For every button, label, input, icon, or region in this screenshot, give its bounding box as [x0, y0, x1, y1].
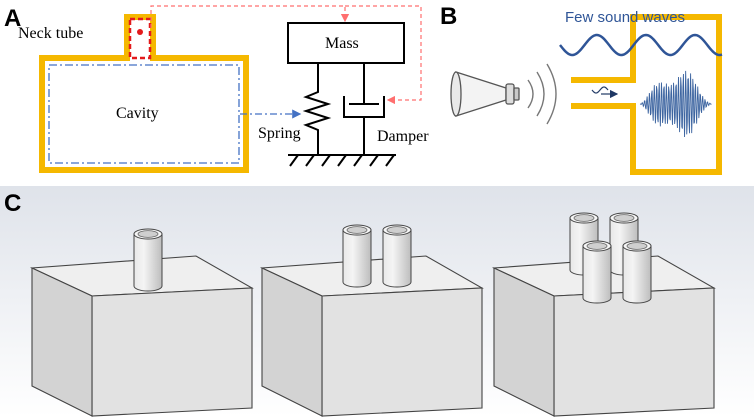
model-1-tubes-1	[29, 228, 254, 417]
resonance-signal-burst	[639, 70, 712, 138]
ground	[288, 154, 396, 167]
box-left-face	[31, 267, 93, 417]
resonator-b-outline	[571, 14, 722, 175]
cavity-label: Cavity	[116, 105, 159, 122]
mass-label: Mass	[325, 35, 359, 52]
neck-tube-4	[622, 240, 652, 304]
model-2-tubes-2	[259, 224, 484, 417]
few-sound-waves-caption: Few sound waves	[565, 9, 685, 26]
neck-tube-label: Neck tube	[18, 25, 83, 42]
neck-tube-1	[133, 228, 163, 292]
neck-tube-1	[342, 224, 372, 288]
model-3-tubes-4	[491, 212, 716, 417]
box-front-face	[91, 287, 253, 417]
neck-tube-2	[382, 224, 412, 288]
panel-c-letter: C	[4, 190, 21, 217]
neck-to-mass-link	[150, 5, 350, 28]
resonator-outline	[39, 14, 249, 173]
neck-tube-3	[582, 240, 612, 304]
panel-a-letter: A	[4, 5, 21, 32]
spring-label: Spring	[258, 125, 301, 142]
few-sound-waves-sine	[559, 33, 723, 57]
panel-c: C	[0, 186, 754, 417]
sine-wave-arrow-icon	[591, 86, 619, 99]
box-front-face	[553, 287, 715, 417]
panel-a: A Neck tube Cavity Mass Spring Damper	[4, 5, 429, 173]
box-front-face	[321, 287, 483, 417]
damper-label: Damper	[377, 128, 429, 145]
panel-b: B Few sound waves	[440, 3, 723, 175]
neck-tube-highlight	[128, 17, 152, 60]
mass-block	[287, 22, 405, 64]
sound-arcs-icon	[527, 63, 557, 125]
resonator-models	[29, 212, 716, 417]
panel-b-letter: B	[440, 3, 457, 30]
loudspeaker-horn-icon	[450, 71, 520, 117]
box-left-face	[493, 267, 555, 417]
box-left-face	[261, 267, 323, 417]
damper	[343, 63, 385, 155]
neck-air-mass-dot	[137, 29, 143, 35]
spring	[302, 63, 332, 155]
neck-to-damper-link	[345, 5, 422, 105]
